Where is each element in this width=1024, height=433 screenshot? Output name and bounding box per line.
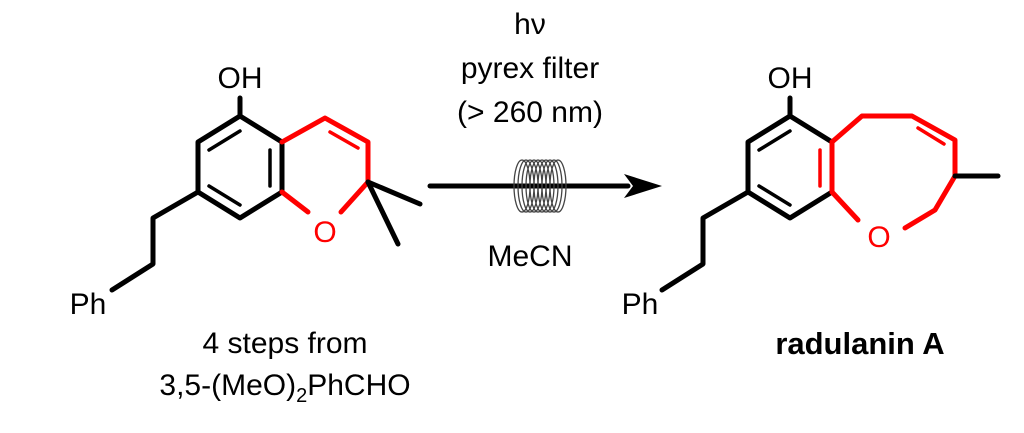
sm-benzene-ring bbox=[195, 113, 285, 221]
product-phenethyl-chain bbox=[659, 189, 751, 293]
product-benzene-ring bbox=[745, 113, 835, 221]
sm-methyl-2 bbox=[365, 179, 401, 247]
starting-material-caption-line1: 4 steps from bbox=[202, 327, 368, 360]
product-oxepine-ring bbox=[829, 113, 958, 231]
product-structure: OH O Ph bbox=[622, 62, 1001, 321]
condition-solvent: MeCN bbox=[487, 240, 573, 273]
sm-oh-label: OH bbox=[218, 62, 263, 95]
condition-filter: pyrex filter bbox=[460, 52, 600, 85]
product-name: radulanin A bbox=[775, 326, 945, 361]
product-o-label: O bbox=[867, 221, 890, 254]
sm-phenethyl-chain bbox=[109, 189, 201, 293]
lamp-coil-icon bbox=[513, 159, 567, 213]
sm-o-label: O bbox=[313, 216, 336, 249]
starting-material-caption-line2: 3,5-(MeO)2PhCHO bbox=[120, 368, 450, 414]
caption-formula-suffix: PhCHO bbox=[307, 369, 411, 402]
sm-pyran-ring bbox=[279, 115, 371, 215]
condition-wavelength: (> 260 nm) bbox=[457, 96, 603, 129]
caption-formula-subscript: 2 bbox=[296, 385, 308, 407]
sm-methyl-1 bbox=[365, 179, 423, 207]
arrow-head bbox=[624, 174, 662, 198]
reaction-arrow bbox=[427, 174, 662, 198]
product-oh-label: OH bbox=[768, 62, 813, 95]
product-ph-label: Ph bbox=[622, 288, 659, 321]
sm-ph-label: Ph bbox=[70, 288, 107, 321]
caption-formula-prefix: 3,5-(MeO) bbox=[159, 369, 297, 402]
condition-light: hν bbox=[514, 8, 546, 41]
starting-material-structure: OH O Ph bbox=[70, 62, 423, 321]
